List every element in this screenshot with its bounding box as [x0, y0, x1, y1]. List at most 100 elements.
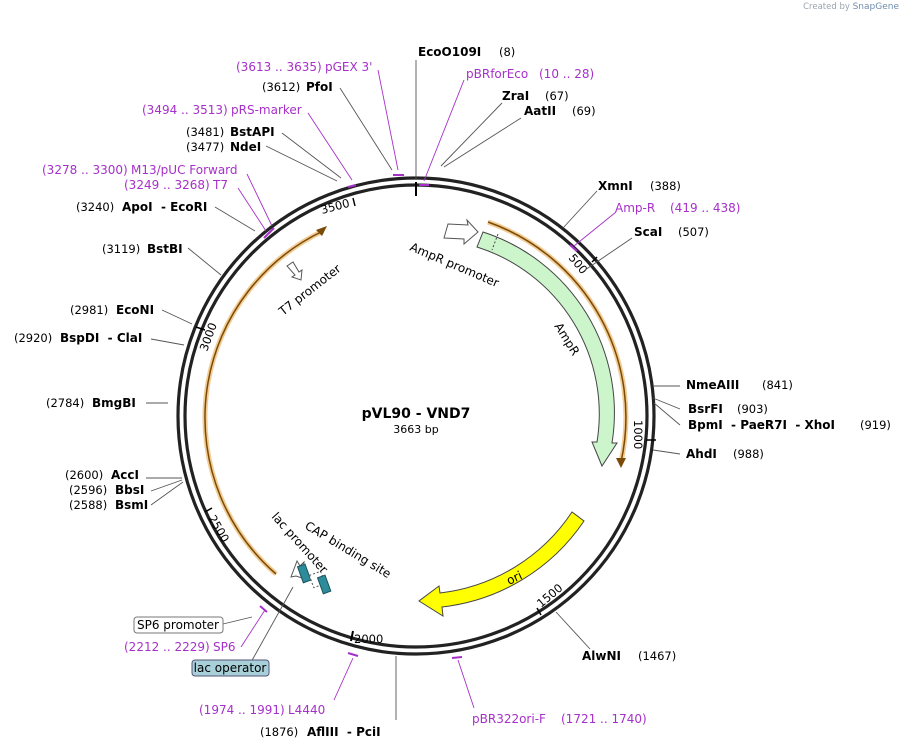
enzyme-nmeaiii[interactable]: NmeAIII(841) — [686, 378, 793, 392]
svg-text:(69): (69) — [572, 104, 596, 118]
lac-operator-label: lac operator — [194, 661, 267, 675]
enzyme-bsmi[interactable]: (2588)BsmI — [69, 498, 148, 512]
enzyme-bspdi-clai[interactable]: (2920)BspDI - ClaI — [14, 331, 142, 345]
enzyme-apoi-ecori[interactable]: (3240) ApoI - EcoRI — [76, 200, 207, 214]
primer-l4440[interactable]: (1974 .. 1991)L4440 — [199, 703, 325, 717]
primer-pbr322ori-f[interactable]: pBR322ori-F (1721 .. 1740) — [472, 712, 647, 726]
enzyme-labels: EcoO109I (8) ZraI (67) AatII (69) XmnI (388)… — [14, 45, 891, 739]
svg-text:AatII: AatII — [524, 104, 556, 118]
svg-text:(3477): (3477) — [186, 140, 224, 154]
svg-text:EcoNI: EcoNI — [116, 303, 154, 317]
svg-text:BstAPI: BstAPI — [230, 125, 275, 139]
ori-label[interactable]: ori — [504, 568, 524, 587]
enzyme-ecoo109i[interactable]: EcoO109I (8) — [418, 45, 515, 59]
primer-amp-r[interactable]: Amp-R(419 .. 438) — [615, 201, 740, 215]
enzyme-pfoi[interactable]: (3612)PfoI — [262, 80, 333, 94]
ampr-feature[interactable] — [476, 231, 618, 468]
svg-text:(10 .. 28): (10 .. 28) — [539, 67, 594, 81]
primer-prs-marker[interactable]: (3494 .. 3513)pRS-marker — [142, 103, 302, 117]
plasmid-name: pVL90 - VND7 — [362, 406, 471, 422]
svg-text:AccI: AccI — [111, 468, 139, 482]
svg-text:pGEX 3': pGEX 3' — [325, 60, 372, 74]
primer-labels: (3613 .. 3635)pGEX 3' pBRforEco(10 .. 28… — [42, 60, 740, 726]
sp6-promoter-box[interactable]: SP6 promoter — [133, 616, 224, 634]
ampr-promoter-feature[interactable] — [443, 218, 479, 246]
svg-text:(3278 .. 3300): (3278 .. 3300) — [42, 163, 128, 177]
leader-lines — [146, 60, 681, 720]
ori-feature[interactable] — [418, 511, 585, 617]
svg-text:XmnI: XmnI — [598, 179, 633, 193]
primer-t7[interactable]: (3249 .. 3268)T7 — [124, 178, 228, 192]
snapgene-logo-text: SnapGene — [852, 2, 899, 12]
svg-text:EcoO109I: EcoO109I — [418, 45, 481, 59]
enzyme-ahdi[interactable]: AhdI (988) — [686, 447, 764, 461]
snapgene-watermark: Created by SnapGene — [803, 2, 899, 12]
svg-text:pBR322ori-F: pBR322ori-F — [472, 712, 546, 726]
svg-text:BpmI - PaeR7I - XhoI: BpmI - PaeR7I - XhoI — [688, 418, 835, 432]
enzyme-aatii[interactable]: AatII (69) — [524, 104, 596, 118]
svg-text:BsmI: BsmI — [115, 498, 148, 512]
created-by-text: Created by — [803, 2, 850, 12]
enzyme-acci[interactable]: (2600)AccI — [65, 468, 139, 482]
svg-text:(1721 .. 1740): (1721 .. 1740) — [561, 712, 647, 726]
primer-pbrforeco[interactable]: pBRforEco(10 .. 28) — [466, 67, 594, 81]
primer-m13-puc-forward[interactable]: (3278 .. 3300)M13/pUC Forward — [42, 163, 238, 177]
enzyme-scai[interactable]: ScaI(507) — [634, 225, 709, 239]
enzyme-econi[interactable]: (2981)EcoNI — [70, 303, 154, 317]
svg-text:(67): (67) — [545, 89, 569, 103]
tick-3500: 3500 — [319, 196, 356, 217]
lac-region[interactable] — [290, 559, 332, 595]
tick-2000: 2000 — [350, 630, 383, 646]
svg-text:(1467): (1467) — [638, 649, 676, 663]
svg-text:(919): (919) — [860, 418, 891, 432]
svg-text:(3612): (3612) — [262, 80, 300, 94]
svg-text:M13/pUC Forward: M13/pUC Forward — [131, 163, 238, 177]
enzyme-bsrfi[interactable]: BsrFI(903) — [688, 402, 768, 416]
primer-sp6[interactable]: (2212 .. 2229)SP6 — [124, 640, 236, 654]
svg-text:(3249 .. 3268): (3249 .. 3268) — [124, 178, 210, 192]
tick-1000: 1000 — [631, 420, 656, 449]
primer-pgex3[interactable]: (3613 .. 3635)pGEX 3' — [236, 60, 372, 74]
enzyme-xmni[interactable]: XmnI (388) — [598, 179, 681, 193]
svg-text:(419 .. 438): (419 .. 438) — [670, 201, 740, 215]
enzyme-bpmi-paer7i-xhoi[interactable]: BpmI - PaeR7I - XhoI (919) — [688, 418, 891, 432]
tick-label-3500: 3500 — [319, 196, 351, 217]
svg-text:AhdI: AhdI — [686, 447, 717, 461]
svg-text:BstBI: BstBI — [147, 242, 183, 256]
svg-text:(3494 .. 3513): (3494 .. 3513) — [142, 103, 228, 117]
t7-promoter-feature[interactable] — [286, 261, 303, 281]
svg-text:(1974 .. 1991): (1974 .. 1991) — [199, 703, 285, 717]
svg-text:(388): (388) — [650, 179, 681, 193]
svg-text:(903): (903) — [737, 402, 768, 416]
svg-text:(507): (507) — [678, 225, 709, 239]
svg-text:BbsI: BbsI — [115, 483, 144, 497]
svg-text:AlwNI: AlwNI — [582, 649, 621, 663]
svg-text:(8): (8) — [499, 45, 515, 59]
enzyme-bstapi[interactable]: (3481) BstAPI — [186, 125, 275, 139]
svg-text:NdeI: NdeI — [230, 140, 261, 154]
enzyme-zrai[interactable]: ZraI (67) — [502, 89, 569, 103]
svg-text:NmeAIII: NmeAIII — [686, 378, 739, 392]
svg-text:L4440: L4440 — [288, 703, 325, 717]
t7-promoter-label[interactable]: T7 promoter — [275, 261, 343, 319]
lac-operator-box[interactable]: lac operator — [191, 659, 270, 677]
primer-leader-lines — [237, 69, 617, 709]
enzyme-bmgbi[interactable]: (2784)BmgBI — [46, 396, 136, 410]
svg-text:ZraI: ZraI — [502, 89, 529, 103]
tick-label-1000: 1000 — [631, 420, 645, 449]
svg-text:SP6: SP6 — [213, 640, 236, 654]
svg-text:pRS-marker: pRS-marker — [231, 103, 302, 117]
svg-text:(3481): (3481) — [186, 125, 224, 139]
enzyme-ndei[interactable]: (3477) NdeI — [186, 140, 261, 154]
svg-text:AflIII - PciI: AflIII - PciI — [307, 725, 381, 739]
enzyme-bstbi[interactable]: (3119)BstBI — [102, 242, 183, 256]
enzyme-afliii-pcii[interactable]: (1876)AflIII - PciI — [260, 725, 381, 739]
svg-text:BmgBI: BmgBI — [92, 396, 136, 410]
svg-text:(988): (988) — [733, 447, 764, 461]
enzyme-alwni[interactable]: AlwNI (1467) — [582, 649, 676, 663]
svg-text:T7: T7 — [212, 178, 228, 192]
svg-text:(3240): (3240) — [76, 200, 114, 214]
enzyme-bbsi[interactable]: (2596)BbsI — [69, 483, 144, 497]
svg-text:ApoI - EcoRI: ApoI - EcoRI — [122, 200, 207, 214]
